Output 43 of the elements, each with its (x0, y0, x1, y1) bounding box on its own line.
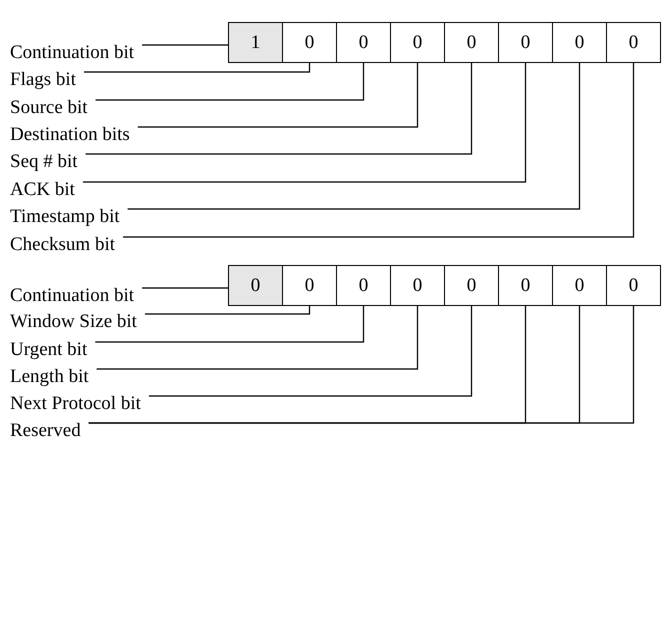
bit-cell: 0 (336, 22, 391, 63)
bit-cell: 0 (390, 265, 445, 306)
bit-cell: 0 (498, 265, 553, 306)
field-label: Checksum bit (10, 234, 116, 256)
leader-line (96, 63, 364, 101)
bit-cell: 0 (282, 265, 337, 306)
field-label: Source bit (10, 97, 88, 119)
bit-cell: 0 (498, 22, 553, 63)
field-label: Continuation bit (10, 285, 134, 307)
bit-cell: 0 (444, 265, 499, 306)
leader-line (82, 63, 526, 183)
leader-line (142, 44, 228, 46)
bit-cell: 0 (444, 22, 499, 63)
bit-cell: 0 (228, 265, 283, 306)
field-label: Length bit (10, 366, 89, 388)
bit-cell: 0 (282, 22, 337, 63)
bit-cell: 0 (552, 265, 607, 306)
field-label: Reserved (10, 420, 81, 442)
field-label: Next Protocol bit (10, 393, 141, 415)
bit-cell: 0 (552, 22, 607, 63)
bit-cell: 1 (228, 22, 283, 63)
field-label: Timestamp bit (10, 206, 120, 228)
leader-line (123, 63, 634, 238)
bit-cell: 0 (606, 265, 661, 306)
leader-line (96, 306, 418, 370)
field-label: Urgent bit (10, 339, 88, 361)
leader-line (142, 287, 228, 289)
leader-line (148, 306, 472, 397)
field-label: ACK bit (10, 179, 75, 201)
leader-line (84, 63, 310, 73)
field-label: Flags bit (10, 69, 76, 91)
leader-line (95, 306, 364, 343)
field-label: Continuation bit (10, 42, 134, 64)
bit-cell: 0 (606, 22, 661, 63)
field-label: Destination bits (10, 124, 130, 146)
leader-line (144, 306, 310, 315)
field-label: Window Size bit (10, 311, 137, 333)
leader-line (138, 63, 418, 128)
leader-line (128, 63, 580, 210)
leader-line (86, 63, 472, 155)
field-label: Seq # bit (10, 151, 78, 173)
bit-cell: 0 (336, 265, 391, 306)
bit-cell: 0 (390, 22, 445, 63)
